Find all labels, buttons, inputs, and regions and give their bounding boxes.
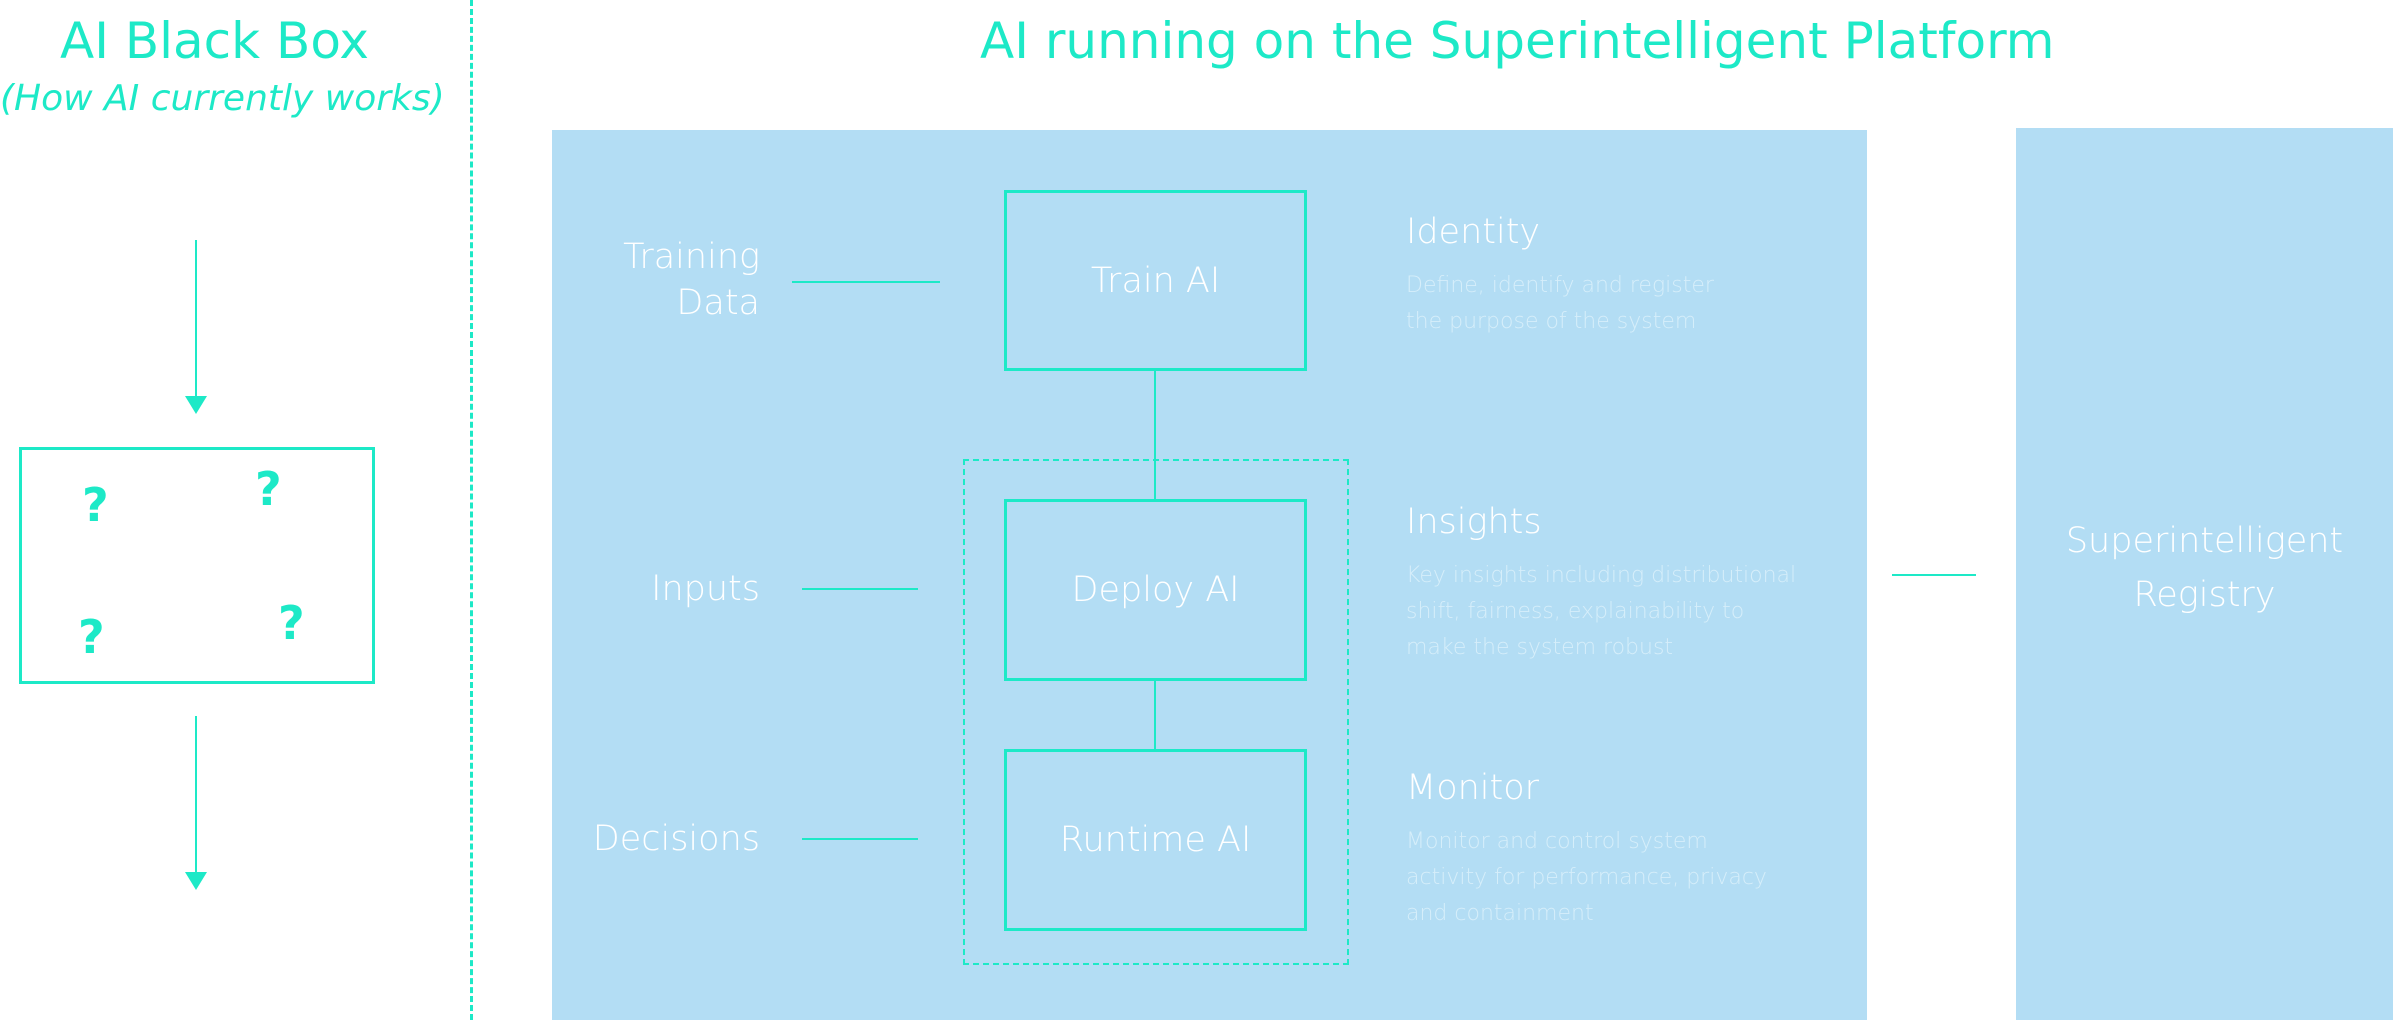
connector-train-deploy [1154, 370, 1156, 500]
connector-decisions [802, 838, 918, 840]
description-title: Insights [1406, 502, 1542, 542]
description-identity: Identity Define, identify and register t… [1406, 212, 1714, 340]
stage-label: Train AI [1090, 260, 1221, 301]
deployment-group [963, 459, 1349, 965]
input-label-inputs: Inputs [560, 566, 760, 612]
description-title: Monitor [1406, 768, 1540, 808]
section-divider [470, 0, 473, 1020]
stage-label: Deploy AI [1071, 570, 1240, 610]
description-insights: Insights Key insights including distribu… [1406, 502, 1796, 666]
input-label-line: Inputs [651, 569, 760, 609]
description-line: Key insights including distributional [1406, 563, 1797, 588]
description-monitor: Monitor Monitor and control system activ… [1406, 768, 1767, 932]
question-mark: ? [255, 462, 282, 516]
description-line: make the system robust [1406, 635, 1674, 660]
input-label-line: Data [676, 283, 760, 323]
stage-deploy-ai: Deploy AI [1004, 499, 1307, 681]
registry-connector [1892, 574, 1976, 576]
question-mark: ? [278, 596, 305, 650]
description-line: activity for performance, privacy [1406, 865, 1767, 890]
description-line: Define, identify and register [1406, 273, 1714, 298]
stage-runtime-ai: Runtime AI [1004, 749, 1307, 931]
description-line: Monitor and control system [1406, 829, 1708, 854]
input-label-training-data: Training Data [560, 234, 760, 326]
stage-label: Runtime AI [1059, 820, 1252, 860]
input-label-line: Training [623, 237, 760, 277]
platform-title: AI running on the Superintelligent Platf… [980, 12, 2055, 70]
question-mark: ? [78, 610, 105, 664]
description-title: Identity [1406, 212, 1541, 252]
question-mark: ? [82, 478, 109, 532]
connector-inputs [802, 588, 918, 590]
black-box-subtitle: (How AI currently works) [0, 78, 445, 119]
arrow-out-line [195, 716, 197, 876]
connector-training-data [792, 281, 940, 283]
description-line: shift, fairness, explainability to [1406, 599, 1745, 624]
registry-label-line: Superintelligent [2065, 521, 2344, 561]
description-line: the purpose of the system [1406, 309, 1697, 334]
description-line: and containment [1406, 901, 1594, 926]
registry-label-line: Registry [2133, 575, 2276, 615]
black-box [19, 447, 375, 684]
registry-label: Superintelligent Registry [2016, 514, 2393, 622]
stage-train-ai: Train AI [1004, 190, 1307, 371]
input-label-line: Decisions [592, 819, 760, 859]
black-box-title: AI Black Box [60, 12, 369, 70]
input-label-decisions: Decisions [560, 816, 760, 862]
arrow-down-icon [185, 872, 207, 890]
registry-panel [2016, 128, 2393, 1020]
platform-panel [552, 130, 1867, 1020]
connector-deploy-runtime [1154, 680, 1156, 750]
arrow-down-icon [185, 396, 207, 414]
arrow-in-line [195, 240, 197, 400]
